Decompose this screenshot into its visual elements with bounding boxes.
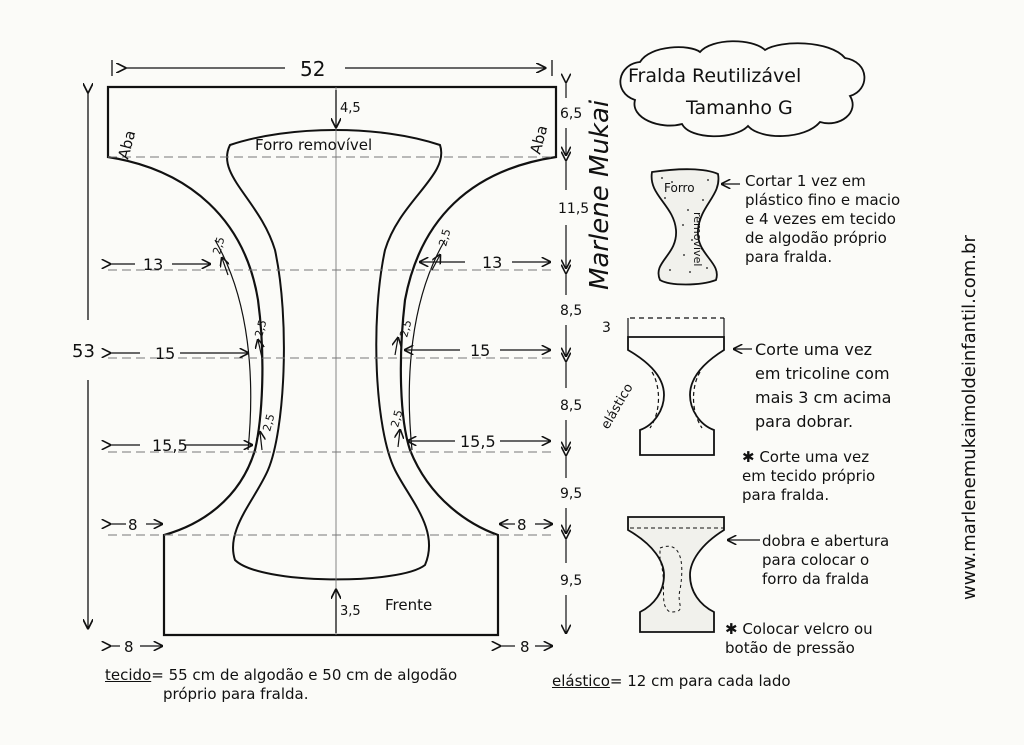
title-line2: Tamanho G: [685, 97, 793, 119]
row4-right-label: 8: [517, 516, 527, 534]
row-arrows: [110, 262, 552, 646]
seam-right: [408, 239, 446, 451]
tricoline-note2-line: em tecido próprio: [742, 467, 876, 485]
final-note-line: para colocar o: [762, 551, 870, 569]
tricoline-note2: ✱ Corte uma vez em tecido próprio para f…: [742, 448, 942, 505]
row2-left-label: 15: [155, 344, 175, 363]
aba-left-label: Aba: [114, 128, 139, 161]
forro-note-line: e 4 vezes em tecido: [745, 210, 896, 228]
row2-right-label: 15: [470, 341, 490, 360]
right-measure-4: 8,5: [560, 398, 582, 414]
forro-note-line: Cortar 1 vez em: [745, 172, 866, 190]
row3-right-seam: 2,5: [388, 409, 405, 429]
tricoline-note-line: mais 3 cm acima: [755, 388, 892, 407]
tecido-text-line1: = 55 cm de algodão e 50 cm de algodão: [151, 666, 458, 684]
bottom-left-label: 8: [124, 638, 134, 656]
elastico-label: elástico: [552, 672, 610, 690]
tricoline-note-line: Corte uma vez: [755, 340, 873, 359]
website: www.marlenemukaimoldeinfantil.com.br: [959, 235, 980, 600]
final-note: dobra e abertura para colocar o forro da…: [762, 532, 942, 589]
aba-right-label: Aba: [526, 123, 551, 156]
tecido-text-line2: próprio para fralda.: [163, 685, 309, 703]
right-measure-1: 6,5: [560, 106, 582, 122]
final-piece: [627, 516, 725, 633]
top-offset-label: 4,5: [340, 101, 361, 116]
final-note2-line: ✱ Colocar velcro ou: [725, 620, 873, 638]
row3-left-label: 15,5: [152, 436, 188, 455]
right-measure-3: 8,5: [560, 303, 582, 319]
elastic-line-right: [692, 371, 703, 429]
row2-right-seam: 2,5: [397, 319, 414, 339]
elastico-text: = 12 cm para cada lado: [609, 672, 791, 690]
seam-arrows: [222, 255, 440, 451]
title-cloud: [619, 40, 866, 138]
frente-label: Frente: [385, 596, 432, 614]
forro-piece: [650, 168, 720, 286]
tricoline-piece: [627, 336, 725, 456]
forro-note-line: plástico fino e macio: [745, 191, 901, 209]
bottom-right-label: 8: [520, 638, 530, 656]
forro-piece-label-top: Forro: [664, 181, 695, 195]
row4-left-label: 8: [128, 516, 138, 534]
tricoline-measure: 3: [602, 320, 611, 336]
row1-left-label: 13: [143, 255, 163, 274]
tricoline-note2-line: para fralda.: [742, 486, 830, 504]
tricoline-note: Corte uma vez em tricoline com mais 3 cm…: [755, 338, 945, 434]
final-note-line: dobra e abertura: [762, 532, 890, 550]
right-measure-5: 9,5: [560, 486, 582, 502]
forro-piece-label-side: removível: [691, 212, 704, 266]
final-liner-outline: [659, 545, 683, 613]
height-label: 53: [72, 341, 95, 362]
tecido-label: tecido: [105, 666, 152, 684]
row2-left-seam: 2,5: [252, 319, 269, 339]
row1-right-seam: 2,5: [436, 228, 453, 248]
row1-right-label: 13: [482, 253, 502, 272]
right-measure-2: 11,5: [558, 201, 589, 217]
liner-outline: [226, 129, 443, 581]
final-note2: ✱ Colocar velcro ou botão de pressão: [725, 620, 945, 658]
forro-note: Cortar 1 vez em plástico fino e macio e …: [745, 172, 945, 267]
footer-elastico: elástico= 12 cm para cada lado: [552, 672, 882, 691]
footer-tecido: tecido= 55 cm de algodão e 50 cm de algo…: [105, 666, 545, 704]
elastic-line-left: [649, 371, 660, 429]
title-line1: Fralda Reutilizável: [628, 65, 801, 87]
tricoline-note-line: em tricoline com: [755, 364, 890, 383]
bottom-offset-label: 3,5: [340, 604, 361, 619]
row3-right-label: 15,5: [460, 432, 496, 451]
tricoline-note2-line: ✱ Corte uma vez: [742, 448, 870, 466]
final-note2-line: botão de pressão: [725, 639, 855, 657]
row1-left-seam: 2,5: [210, 236, 227, 256]
forro-dots: [661, 177, 709, 273]
forro-note-line: para fralda.: [745, 248, 833, 266]
width-dimension: [111, 60, 553, 76]
final-note-line: forro da fralda: [762, 570, 870, 588]
elastic-label: elástico: [598, 381, 636, 432]
forro-label: Forro removível: [255, 136, 372, 154]
guide-lines: [108, 156, 556, 536]
forro-note-line: de algodão próprio: [745, 229, 887, 247]
seam-left: [214, 239, 252, 451]
width-label: 52: [300, 57, 325, 81]
signature: Marlene Mukai: [585, 99, 615, 290]
right-measure-6: 9,5: [560, 573, 582, 589]
tricoline-note-line: para dobrar.: [755, 412, 854, 431]
row3-left-seam: 2,5: [260, 413, 277, 433]
diaper-outline: [106, 85, 558, 637]
